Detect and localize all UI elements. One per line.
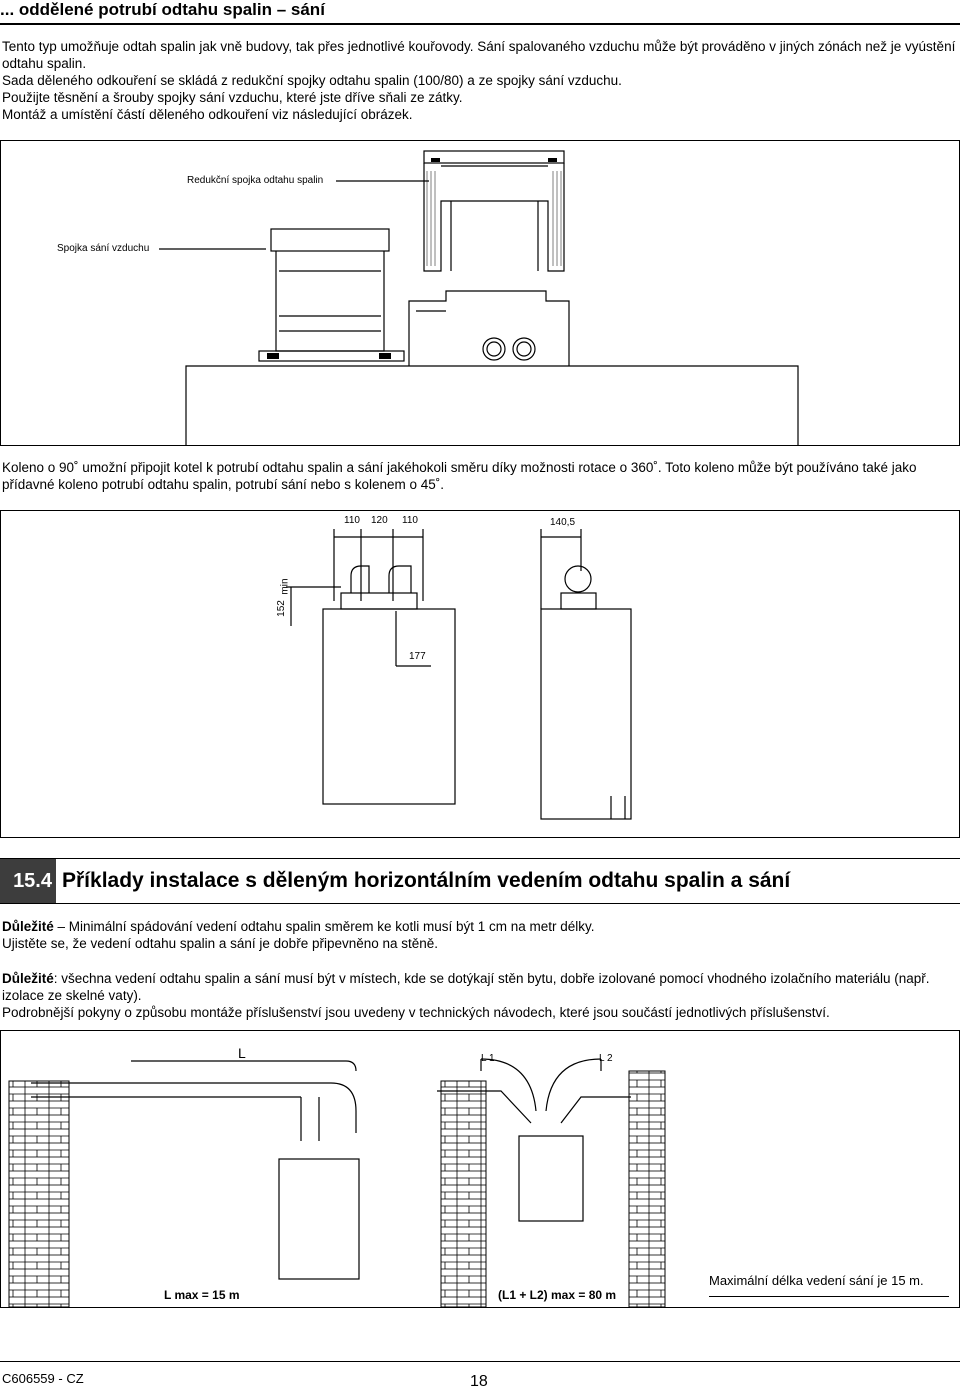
- figure-dimensions: 110 120 110 140,5 152 min 177: [0, 510, 960, 838]
- intro-line-1: Tento typ umožňuje odtah spalin jak vně …: [2, 39, 956, 71]
- coupling-drawing: [159, 150, 799, 445]
- rotation-note: Koleno o 90˚ umožní připojit kotel k pot…: [2, 460, 917, 492]
- section-heading: 15.4 Příklady instalace s děleným horizo…: [0, 858, 960, 904]
- label-L1: L 1: [481, 1053, 495, 1064]
- caption-right: Maximální délka vedení sání je 15 m.: [709, 1273, 949, 1297]
- label-air-coupling: Spojka sání vzduchu: [57, 243, 150, 254]
- dim-120: 120: [371, 515, 388, 526]
- heading-text: Příklady instalace s děleným horizontáln…: [62, 869, 791, 892]
- important-text-2: : všechna vedení odtahu spalin a sání mu…: [2, 971, 930, 1003]
- heading-number: 15.4: [0, 859, 56, 903]
- important-text-1: Minimální spádování vedení odtahu spalin…: [68, 919, 595, 934]
- intro-text: Tento typ umožňuje odtah spalin jak vně …: [2, 38, 958, 123]
- caption-left: L max = 15 m: [164, 1288, 240, 1302]
- label-L2: L 2: [599, 1053, 613, 1064]
- important-line2-2: Podrobnější pokyny o způsobu montáže pří…: [2, 1005, 830, 1020]
- intro-line-4: Montáž a umístění částí děleného odkouře…: [2, 107, 413, 122]
- title-rule: [0, 23, 960, 25]
- caption-mid: (L1 + L2) max = 80 m: [498, 1288, 617, 1302]
- intro-line-2: Sada děleného odkouření se skládá z redu…: [2, 73, 622, 88]
- installation-drawing: [8, 1058, 666, 1308]
- dim-152: 152: [275, 600, 287, 617]
- footer-code: C606559 - CZ: [2, 1371, 84, 1386]
- intro-line-3: Použijte těsnění a šrouby spojky sání vz…: [2, 90, 463, 105]
- important-dash-1: –: [53, 919, 69, 934]
- important-label-2: Důležité: [2, 971, 54, 986]
- footer-rule: [0, 1361, 960, 1362]
- dim-140-5: 140,5: [550, 517, 576, 528]
- important-note-1: Důležité – Minimální spádování vedení od…: [2, 918, 958, 952]
- figure-installation-examples: L L 1 L 2 L max = 15 m (L1 + L2) max = 8…: [0, 1030, 960, 1308]
- dim-110-right: 110: [402, 515, 418, 526]
- dimensions-drawing: [286, 529, 632, 820]
- important-label-1: Důležité: [2, 919, 54, 934]
- important-note-2: Důležité: všechna vedení odtahu spalin a…: [2, 970, 958, 1021]
- page-number: 18: [470, 1373, 488, 1390]
- dim-min: min: [279, 578, 291, 595]
- important-line2-1: Ujistěte se, že vedení odtahu spalin a s…: [2, 936, 439, 951]
- dim-110-left: 110: [344, 515, 360, 526]
- label-L: L: [238, 1045, 246, 1061]
- section-title: ... oddělené potrubí odtahu spalin – sán…: [0, 0, 325, 19]
- label-reduction-coupling: Redukční spojka odtahu spalin: [187, 175, 324, 186]
- figure-coupling: Redukční spojka odtahu spalin Spojka sán…: [0, 140, 960, 446]
- dim-177: 177: [409, 651, 426, 662]
